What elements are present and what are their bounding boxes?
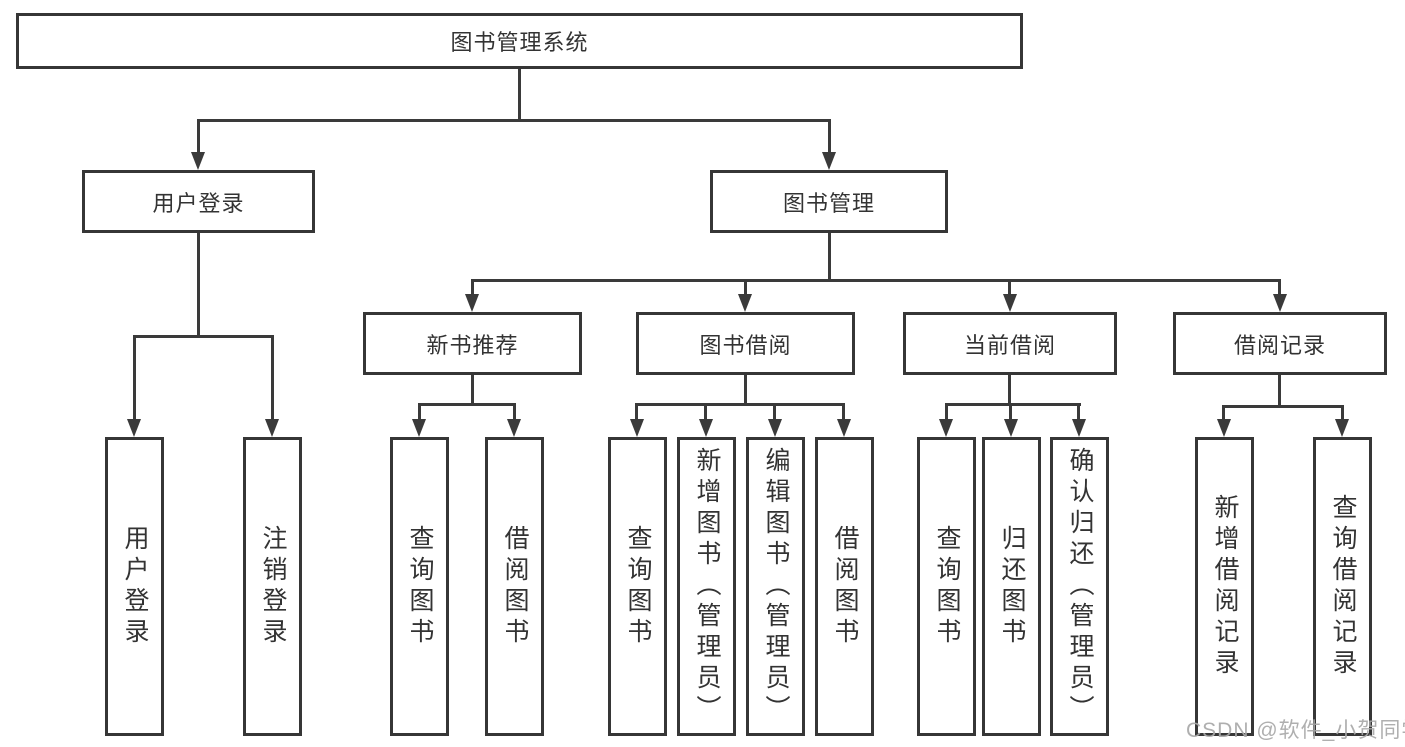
- node-label: 新增借阅记录: [1211, 493, 1239, 680]
- arrowhead-icon: [630, 419, 644, 437]
- connector-current-trunk: [1008, 375, 1011, 406]
- connector-borrowing-drop-2: [704, 403, 707, 420]
- node-label: 用户登录: [152, 190, 245, 216]
- node-label: 图书借阅: [699, 332, 792, 358]
- connector-root-drop-right: [828, 119, 831, 155]
- connector-root-drop-left: [197, 119, 200, 155]
- connector-borrowing-drop-3: [773, 403, 776, 420]
- connector-recommend-trunk: [471, 375, 474, 406]
- node-label: 图书管理: [782, 190, 875, 216]
- connector-root-trunk: [518, 69, 521, 122]
- arrowhead-icon: [699, 419, 713, 437]
- node-label: 查询借阅记录: [1329, 493, 1357, 680]
- node-label: 确认归还（管理员）: [1066, 447, 1094, 726]
- node-label: 借阅图书: [831, 524, 859, 649]
- connector-recommend-rail: [418, 403, 516, 406]
- node-label: 新书推荐: [426, 332, 519, 358]
- leaf-add-borrow-record: 新增借阅记录: [1195, 437, 1254, 736]
- connector-borrowing-drop-1: [635, 403, 638, 420]
- connector-bookmgmt-drop-2: [744, 279, 747, 296]
- node-label: 归还图书: [998, 524, 1026, 649]
- connector-records-rail: [1222, 405, 1344, 408]
- arrowhead-icon: [1335, 419, 1349, 437]
- leaf-edit-books-admin: 编辑图书（管理员）: [746, 437, 805, 736]
- connector-current-drop-2: [1009, 403, 1012, 420]
- node-new-book-recommend: 新书推荐: [363, 312, 582, 375]
- arrowhead-icon: [822, 152, 836, 170]
- node-label: 借阅图书: [501, 524, 529, 649]
- leaf-query-books-borrowing: 查询图书: [608, 437, 667, 736]
- connector-borrowing-drop-4: [842, 403, 845, 420]
- connector-bookmgmt-drop-4: [1278, 279, 1281, 296]
- connector-records-drop-2: [1341, 405, 1344, 420]
- arrowhead-icon: [191, 152, 205, 170]
- node-library-management-system: 图书管理系统: [16, 13, 1023, 69]
- leaf-query-borrow-record: 查询借阅记录: [1313, 437, 1372, 736]
- node-label: 借阅记录: [1233, 332, 1326, 358]
- node-current-borrowing: 当前借阅: [903, 312, 1117, 375]
- arrowhead-icon: [1003, 294, 1017, 312]
- leaf-borrow-books: 借阅图书: [815, 437, 874, 736]
- connector-userlogin-drop-1: [133, 335, 136, 420]
- connector-current-drop-3: [1077, 403, 1080, 420]
- node-label: 当前借阅: [963, 332, 1056, 358]
- connector-userlogin-drop-2: [271, 335, 274, 420]
- arrowhead-icon: [507, 419, 521, 437]
- node-label: 图书管理系统: [450, 30, 589, 55]
- leaf-query-books-recommend: 查询图书: [390, 437, 449, 736]
- leaf-logout-login: 注销登录: [243, 437, 302, 736]
- connector-borrowing-rail: [635, 403, 845, 406]
- connector-root-rail: [197, 119, 831, 122]
- leaf-add-books-admin: 新增图书（管理员）: [677, 437, 736, 736]
- arrowhead-icon: [939, 419, 953, 437]
- leaf-query-books-current: 查询图书: [917, 437, 976, 736]
- connector-userlogin-rail: [133, 335, 274, 338]
- connector-bookmgmt-drop-1: [471, 279, 474, 296]
- arrowhead-icon: [1004, 419, 1018, 437]
- arrowhead-icon: [837, 419, 851, 437]
- connector-bookmgmt-trunk: [828, 233, 831, 282]
- node-borrowing-records: 借阅记录: [1173, 312, 1387, 375]
- arrowhead-icon: [1273, 294, 1287, 312]
- connector-bookmgmt-drop-3: [1008, 279, 1011, 296]
- connector-records-drop-1: [1222, 405, 1225, 420]
- connector-current-rail: [945, 403, 1081, 406]
- node-label: 查询图书: [933, 524, 961, 649]
- arrowhead-icon: [412, 419, 426, 437]
- connector-records-trunk: [1278, 375, 1281, 408]
- leaf-user-login: 用户登录: [105, 437, 164, 736]
- node-label: 注销登录: [259, 524, 287, 649]
- arrowhead-icon: [738, 294, 752, 312]
- arrowhead-icon: [127, 419, 141, 437]
- node-user-login: 用户登录: [82, 170, 315, 233]
- node-label: 用户登录: [121, 524, 149, 649]
- node-book-borrowing: 图书借阅: [636, 312, 855, 375]
- connector-recommend-drop-1: [418, 403, 421, 420]
- arrowhead-icon: [265, 419, 279, 437]
- connector-bookmgmt-rail: [471, 279, 1281, 282]
- connector-borrowing-trunk: [744, 375, 747, 406]
- node-label: 新增图书（管理员）: [693, 447, 721, 726]
- arrowhead-icon: [1217, 419, 1231, 437]
- leaf-return-books: 归还图书: [982, 437, 1041, 736]
- arrowhead-icon: [768, 419, 782, 437]
- node-label: 查询图书: [624, 524, 652, 649]
- arrowhead-icon: [1072, 419, 1086, 437]
- arrowhead-icon: [465, 294, 479, 312]
- node-label: 查询图书: [406, 524, 434, 649]
- connector-recommend-drop-2: [513, 403, 516, 420]
- node-label: 编辑图书（管理员）: [762, 447, 790, 726]
- csdn-watermark: CSDN @软件_小贺同学: [1186, 719, 1405, 742]
- connector-userlogin-trunk: [197, 233, 200, 338]
- leaf-borrow-books-recommend: 借阅图书: [485, 437, 544, 736]
- node-book-management: 图书管理: [710, 170, 948, 233]
- leaf-confirm-return-admin: 确认归还（管理员）: [1050, 437, 1109, 736]
- connector-current-drop-1: [945, 403, 948, 420]
